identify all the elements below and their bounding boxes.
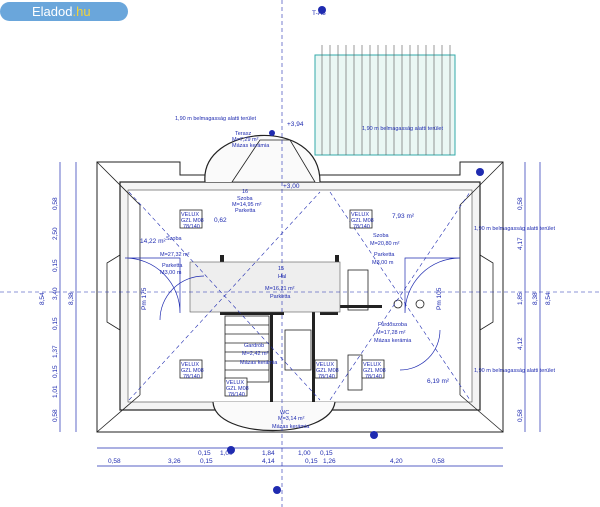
room-szoba14-floor: Parketta bbox=[162, 263, 183, 269]
dim-right-total-1: 8,38 bbox=[532, 292, 539, 305]
velux-2-type: GZL M08 bbox=[351, 218, 374, 224]
dim-inner-2: 1,00 bbox=[220, 450, 233, 457]
room-hal-name: Hal bbox=[278, 274, 286, 280]
dim-right-4: 4,12 bbox=[517, 337, 524, 350]
level-top: +3,94 bbox=[287, 121, 304, 128]
brand-badge[interactable]: Eladod.hu bbox=[0, 2, 128, 21]
velux-4-size: 78/140 bbox=[228, 392, 245, 398]
velux-2-size: 78/140 bbox=[353, 224, 370, 230]
dim-inner-4: 1,00 bbox=[298, 450, 311, 457]
section-left: Pm 175 bbox=[141, 287, 148, 310]
room-furdo-name: Fürdőszoba bbox=[378, 322, 408, 328]
velux-1-size: 78/140 bbox=[183, 224, 200, 230]
dim-right-5: 0,58 bbox=[517, 409, 524, 422]
note-headroom-right-bottom: 1,90 m belmagasság alatti terület bbox=[474, 368, 555, 374]
dim-right-total-2: 8,54 bbox=[545, 292, 552, 305]
dim-inner-3: 1,84 bbox=[262, 450, 275, 457]
dim-right-3: 1,85 bbox=[517, 292, 524, 305]
dim-right-1: 0,58 bbox=[517, 197, 524, 210]
dim-top-6: 1,26 bbox=[323, 458, 336, 465]
brand-suffix: .hu bbox=[72, 4, 91, 19]
velux-3-type: GZL M08 bbox=[181, 368, 204, 374]
velux-1-label: VELUX bbox=[181, 212, 199, 218]
velux-4-label: VELUX bbox=[226, 380, 244, 386]
room-szoba16-num: 16 bbox=[242, 189, 248, 195]
dim-left-total-2: 8,38 bbox=[68, 292, 75, 305]
dim-left-7: 0,15 bbox=[52, 365, 59, 378]
velux-1-type: GZL M08 bbox=[181, 218, 204, 224]
section-label-top: T-A3 bbox=[312, 10, 326, 17]
round-bay bbox=[212, 401, 336, 432]
dim-left-3: 0,15 bbox=[52, 259, 59, 272]
room-terasz-floor: Mázas kerámia bbox=[232, 143, 270, 149]
velux-6-type: GZL M08 bbox=[363, 368, 386, 374]
room-gardrob-name: Gardrób bbox=[244, 343, 264, 349]
velux-5-type: GZL M08 bbox=[316, 368, 339, 374]
room-hal-floor: Parketta bbox=[270, 294, 291, 300]
dim-top-2: 3,26 bbox=[168, 458, 181, 465]
room-terasz-name: Terasz bbox=[235, 131, 251, 137]
dim-top-8: 0,58 bbox=[432, 458, 445, 465]
dim-inner-1: 0,15 bbox=[198, 450, 211, 457]
room-szoba18-floor: Parketta bbox=[374, 252, 395, 258]
room-hal-num: 15 bbox=[278, 266, 284, 272]
room-szoba16-area: M=14,95 m² bbox=[232, 202, 262, 208]
note-headroom-left: 1,90 m belmagasság alatti terület bbox=[175, 116, 256, 122]
terrace-pergola bbox=[314, 45, 456, 156]
room-gardrob-floor: Mázas kerámia bbox=[240, 360, 278, 366]
room-hal-area: M=16,21 m² bbox=[265, 286, 295, 292]
area-2: 7,93 m² bbox=[392, 213, 415, 220]
area-3: 6,19 m² bbox=[427, 378, 450, 385]
room-szoba14-area: M=27,32 m² bbox=[160, 252, 190, 258]
room-furdo-floor: Mázas kerámia bbox=[374, 338, 412, 344]
dim-left-2: 2,50 bbox=[52, 227, 59, 240]
dim-left-9: 0,58 bbox=[52, 409, 59, 422]
dim-left-4: 3,40 bbox=[52, 287, 59, 300]
velux-3-label: VELUX bbox=[181, 362, 199, 368]
velux-2-label: VELUX bbox=[351, 212, 369, 218]
brand-name: Eladod bbox=[32, 4, 73, 19]
dim-left-6: 1,37 bbox=[52, 345, 59, 358]
velux-6-label: VELUX bbox=[363, 362, 381, 368]
velux-5-size: 78/140 bbox=[318, 374, 335, 380]
room-wc-area: M=3,14 m² bbox=[278, 416, 305, 422]
velux-3-size: 78/140 bbox=[183, 374, 200, 380]
room-szoba14-height: M3,00 m bbox=[160, 270, 182, 276]
velux-6-size: 78/140 bbox=[365, 374, 382, 380]
note-headroom-top: 1,90 m belmagasság alatti terület bbox=[362, 126, 443, 132]
room-terasz-area: M=7,29 m² bbox=[232, 137, 259, 143]
roof-outline bbox=[96, 161, 504, 433]
room-szoba18-area: M=20,80 m² bbox=[370, 241, 400, 247]
area-1: 14,22 m² bbox=[140, 238, 166, 245]
room-szoba18-height: M3,00 m bbox=[372, 260, 394, 266]
velux-5-label: VELUX bbox=[316, 362, 334, 368]
dim-left-5: 0,15 bbox=[52, 317, 59, 330]
dim-top-5: 0,15 bbox=[305, 458, 318, 465]
dim-top-4: 4,14 bbox=[262, 458, 275, 465]
level-hall: +3,00 bbox=[283, 183, 300, 190]
room-gardrob-area: M=2,42 m² bbox=[242, 351, 269, 357]
dim-top-3: 0,15 bbox=[200, 458, 213, 465]
dim-inner-5: 0,15 bbox=[320, 450, 333, 457]
dim-left-8: 1,01 bbox=[52, 385, 59, 398]
level-left: 0,62 bbox=[214, 217, 227, 224]
room-wc-name: WC bbox=[280, 410, 289, 416]
dim-left-1: 0,58 bbox=[52, 197, 59, 210]
room-wc-floor: Mázas kerámia bbox=[272, 424, 310, 430]
section-markers bbox=[227, 6, 484, 494]
dim-top-7: 4,20 bbox=[390, 458, 403, 465]
round-terrace bbox=[204, 134, 321, 183]
room-szoba16-floor: Parketta bbox=[235, 208, 256, 214]
room-furdo-area: M=17,28 m² bbox=[376, 330, 406, 336]
velux-4-type: GZL M08 bbox=[226, 386, 249, 392]
room-szoba14-name: Szoba bbox=[166, 236, 183, 242]
dim-top-1: 0,58 bbox=[108, 458, 121, 465]
room-szoba16-name: Szoba bbox=[237, 196, 254, 202]
room-szoba18-name: Szoba bbox=[373, 233, 390, 239]
dim-right-2: 4,17 bbox=[517, 237, 524, 250]
dim-left-total-1: 8,54 bbox=[39, 292, 46, 305]
note-headroom-right-top: 1,90 m belmagasság alatti terület bbox=[474, 226, 555, 232]
section-right: Pm 105 bbox=[436, 287, 443, 310]
